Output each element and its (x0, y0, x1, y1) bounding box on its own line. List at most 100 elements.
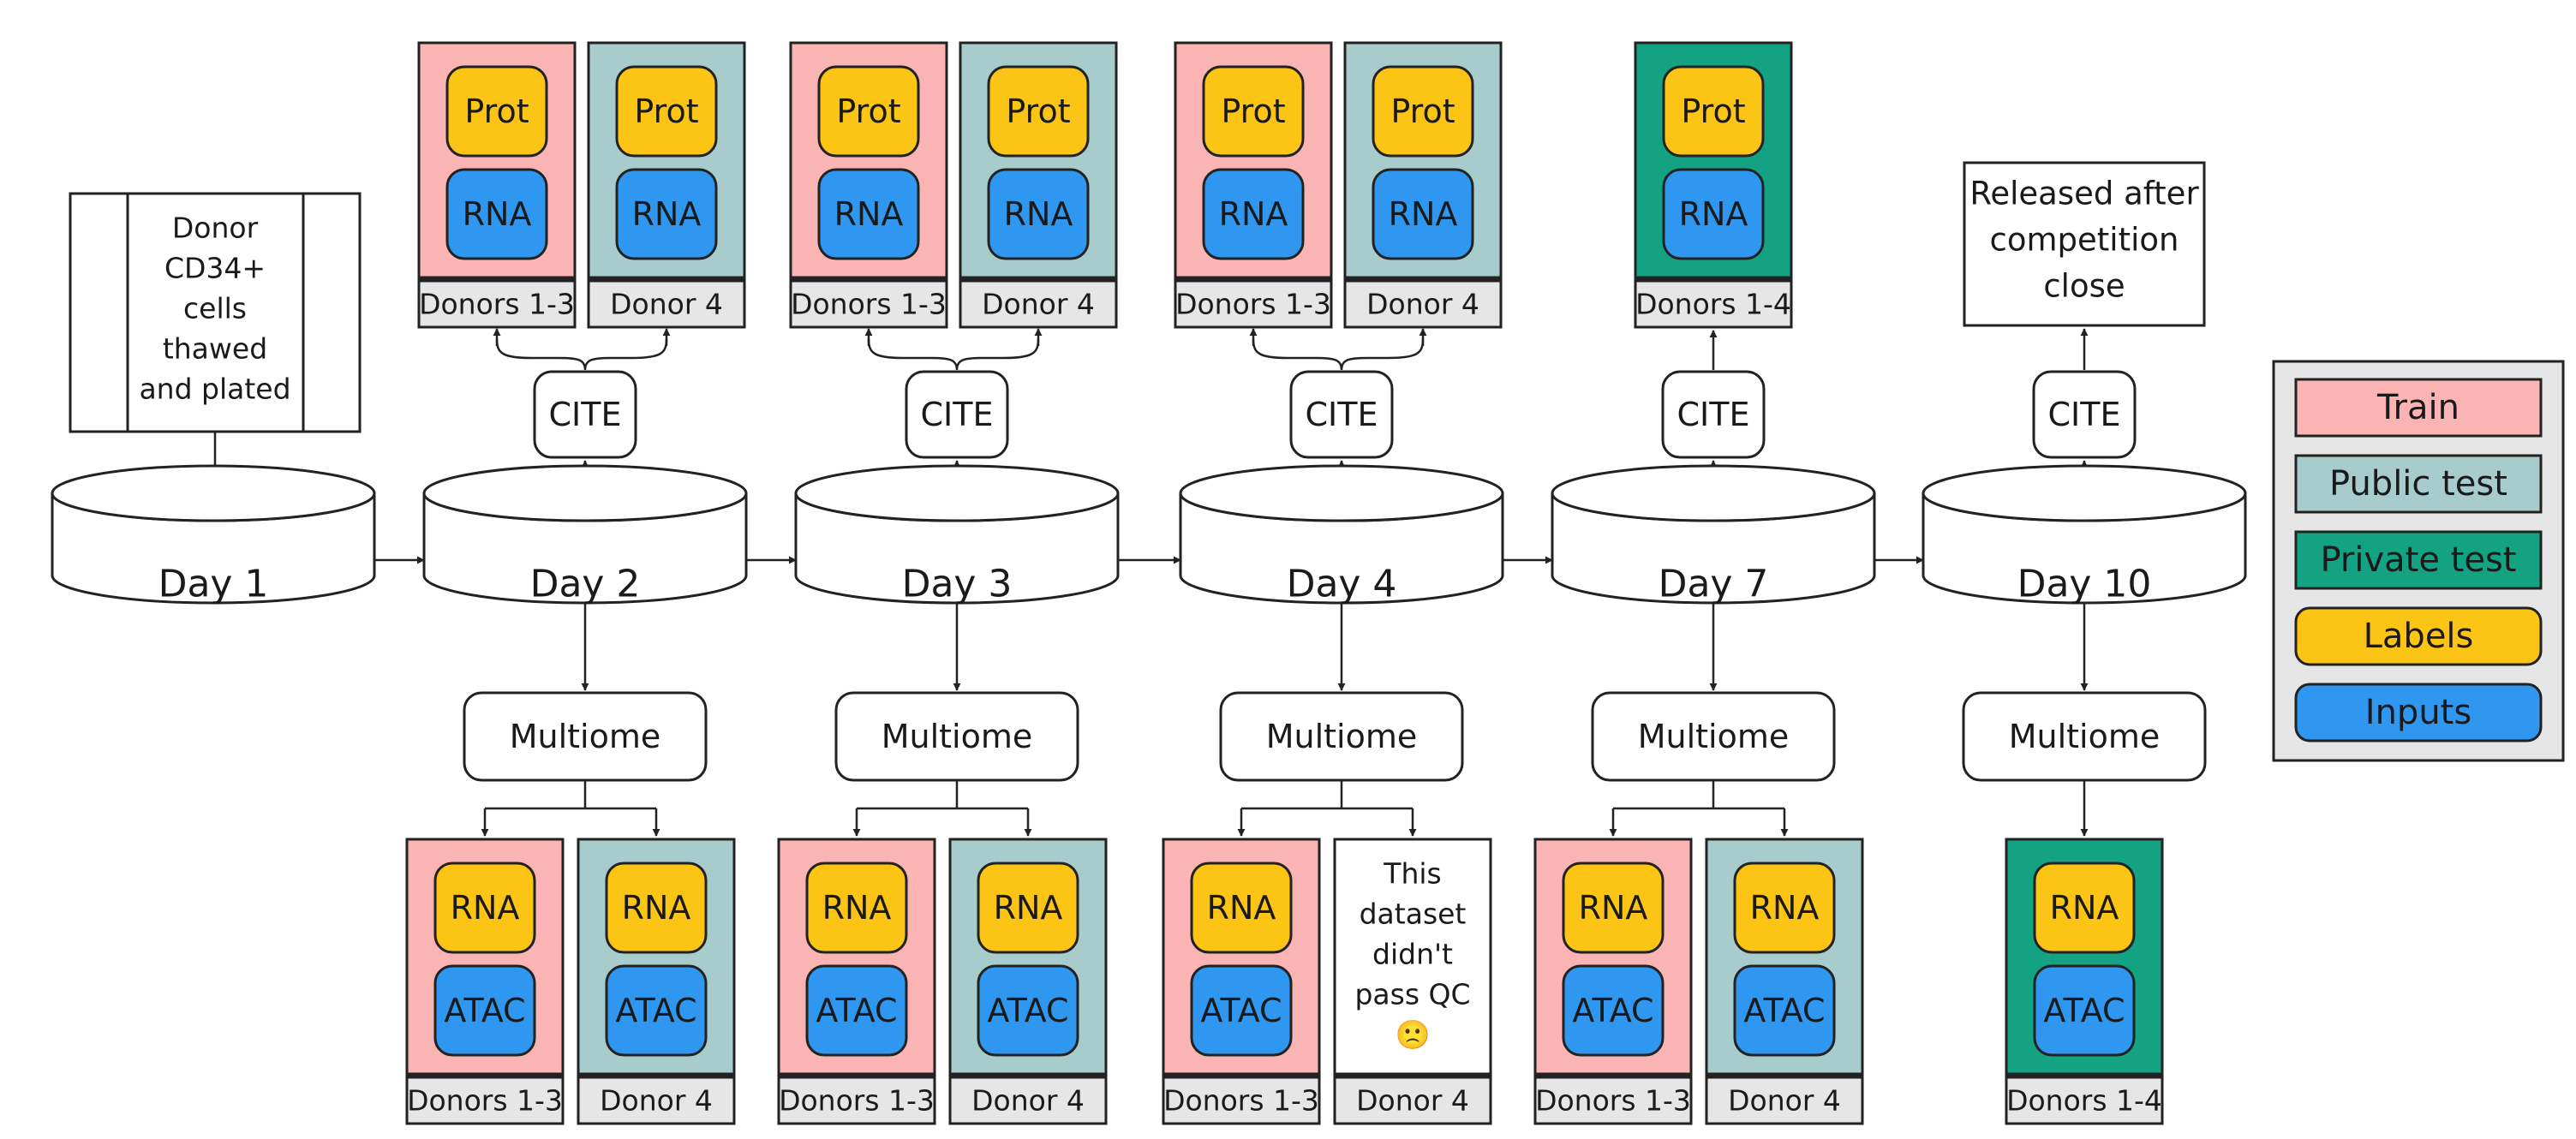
day-cylinder: Day 1 (51, 464, 376, 606)
multiome-box-text: Multiome (882, 718, 1033, 755)
qc-note-text: 🙁 (1395, 1018, 1430, 1052)
labels-chip (1190, 862, 1293, 954)
qc-note-text: This (1383, 857, 1441, 891)
start-box-text: cells (183, 292, 247, 325)
qc-note-text: pass QC (1354, 978, 1470, 1011)
inputs-chip-text: RNA (1389, 195, 1458, 233)
day-label: Day 4 (1287, 563, 1397, 606)
day-cylinder: Day 3 (794, 464, 1120, 606)
labels-chip (817, 65, 920, 158)
inputs-chip (1190, 964, 1293, 1057)
inputs-chip-text: ATAC (615, 992, 696, 1029)
labels-chip-text: RNA (622, 889, 691, 927)
cite-box (1661, 370, 1766, 459)
inputs-chip-text: RNA (1219, 195, 1288, 233)
donor-bar (1634, 277, 1793, 329)
multiome-box-text: Multiome (1266, 718, 1418, 755)
labels-chip-text: RNA (994, 889, 1063, 927)
multiome-box-text: Multiome (1638, 718, 1790, 755)
multiome-split (1241, 781, 1413, 810)
labels-chip (805, 862, 908, 954)
donor-label: Donors 1-3 (419, 288, 575, 321)
legend-swatch (2294, 683, 2543, 742)
day-label: Day 7 (1659, 563, 1769, 606)
labels-chip-text: Prot (1681, 92, 1745, 130)
labels-chip-text: Prot (1006, 92, 1070, 130)
inputs-chip (977, 964, 1079, 1057)
legend-swatch (2294, 606, 2543, 666)
inputs-chip-text: RNA (1004, 195, 1073, 233)
cite-box-text: CITE (921, 396, 994, 433)
legend-label: Labels (2364, 617, 2474, 656)
qc-note-text: didn't (1372, 938, 1453, 971)
day-cylinder: Day 7 (1551, 464, 1876, 606)
labels-chip-text: Prot (1390, 92, 1455, 130)
released-text: Released after (1969, 176, 2199, 212)
inputs-chip (1562, 964, 1665, 1057)
day-label: Day 3 (902, 563, 1013, 606)
inputs-chip (615, 168, 718, 260)
labels-chip (605, 862, 708, 954)
cite-box-text: CITE (2048, 396, 2121, 433)
labels-chip-text: RNA (1207, 889, 1276, 927)
day-label: Day 10 (2017, 563, 2152, 606)
donor-label: Donors 1-3 (779, 1084, 935, 1118)
cite-box (533, 370, 637, 459)
donor-bar (1162, 1074, 1321, 1125)
inputs-chip (445, 168, 548, 260)
donor-bar (587, 277, 746, 329)
inputs-chip-text: ATAC (987, 992, 1068, 1029)
labels-chip-text: Prot (836, 92, 900, 130)
donor-label: Donors 1-3 (1535, 1084, 1691, 1118)
donor-bar (959, 277, 1118, 329)
cite-box (905, 370, 1009, 459)
inputs-chip (605, 964, 708, 1057)
cylinder-top (422, 464, 748, 522)
cylinder-top (51, 464, 376, 522)
inputs-chip (1372, 168, 1474, 260)
labels-chip (1202, 65, 1305, 158)
labels-chip-text: RNA (1750, 889, 1820, 927)
donor-label: Donor 4 (982, 288, 1095, 321)
start-box-text: CD34+ (164, 252, 266, 285)
legend-swatch (2294, 454, 2543, 514)
donor-label: Donor 4 (1356, 1084, 1469, 1118)
donor-bar (777, 1074, 936, 1125)
inputs-chip (805, 964, 908, 1057)
released-text: competition (1990, 222, 2179, 259)
donor-label: Donors 1-3 (407, 1084, 563, 1118)
labels-chip-text: Prot (1221, 92, 1285, 130)
multiome-panel: Donor 4 This dataset didn't pass QC 🙁 (1333, 838, 1492, 1125)
cite-brace (1252, 338, 1425, 371)
multiome-box-text: Multiome (510, 718, 661, 755)
donor-label: Donor 4 (610, 288, 723, 321)
multiome-split (485, 781, 656, 810)
donor-label: Donor 4 (1366, 288, 1479, 321)
cite-brace (495, 338, 668, 371)
start-box-text: thawed (163, 332, 267, 366)
cite-box-text: CITE (1306, 396, 1378, 433)
qc-note-text: dataset (1360, 897, 1467, 931)
day-cylinder: Day 2 (422, 464, 748, 606)
labels-chip (615, 65, 718, 158)
legend-swatch (2294, 378, 2543, 438)
labels-chip-text: Prot (634, 92, 698, 130)
donor-bar (417, 277, 577, 329)
donor-bar (948, 1074, 1108, 1125)
labels-chip (1662, 65, 1765, 158)
inputs-chip-text: RNA (463, 195, 532, 233)
donor-label: Donors 1-4 (2006, 1084, 2162, 1118)
released-text: close (2043, 268, 2125, 305)
inputs-chip-text: RNA (632, 195, 702, 233)
